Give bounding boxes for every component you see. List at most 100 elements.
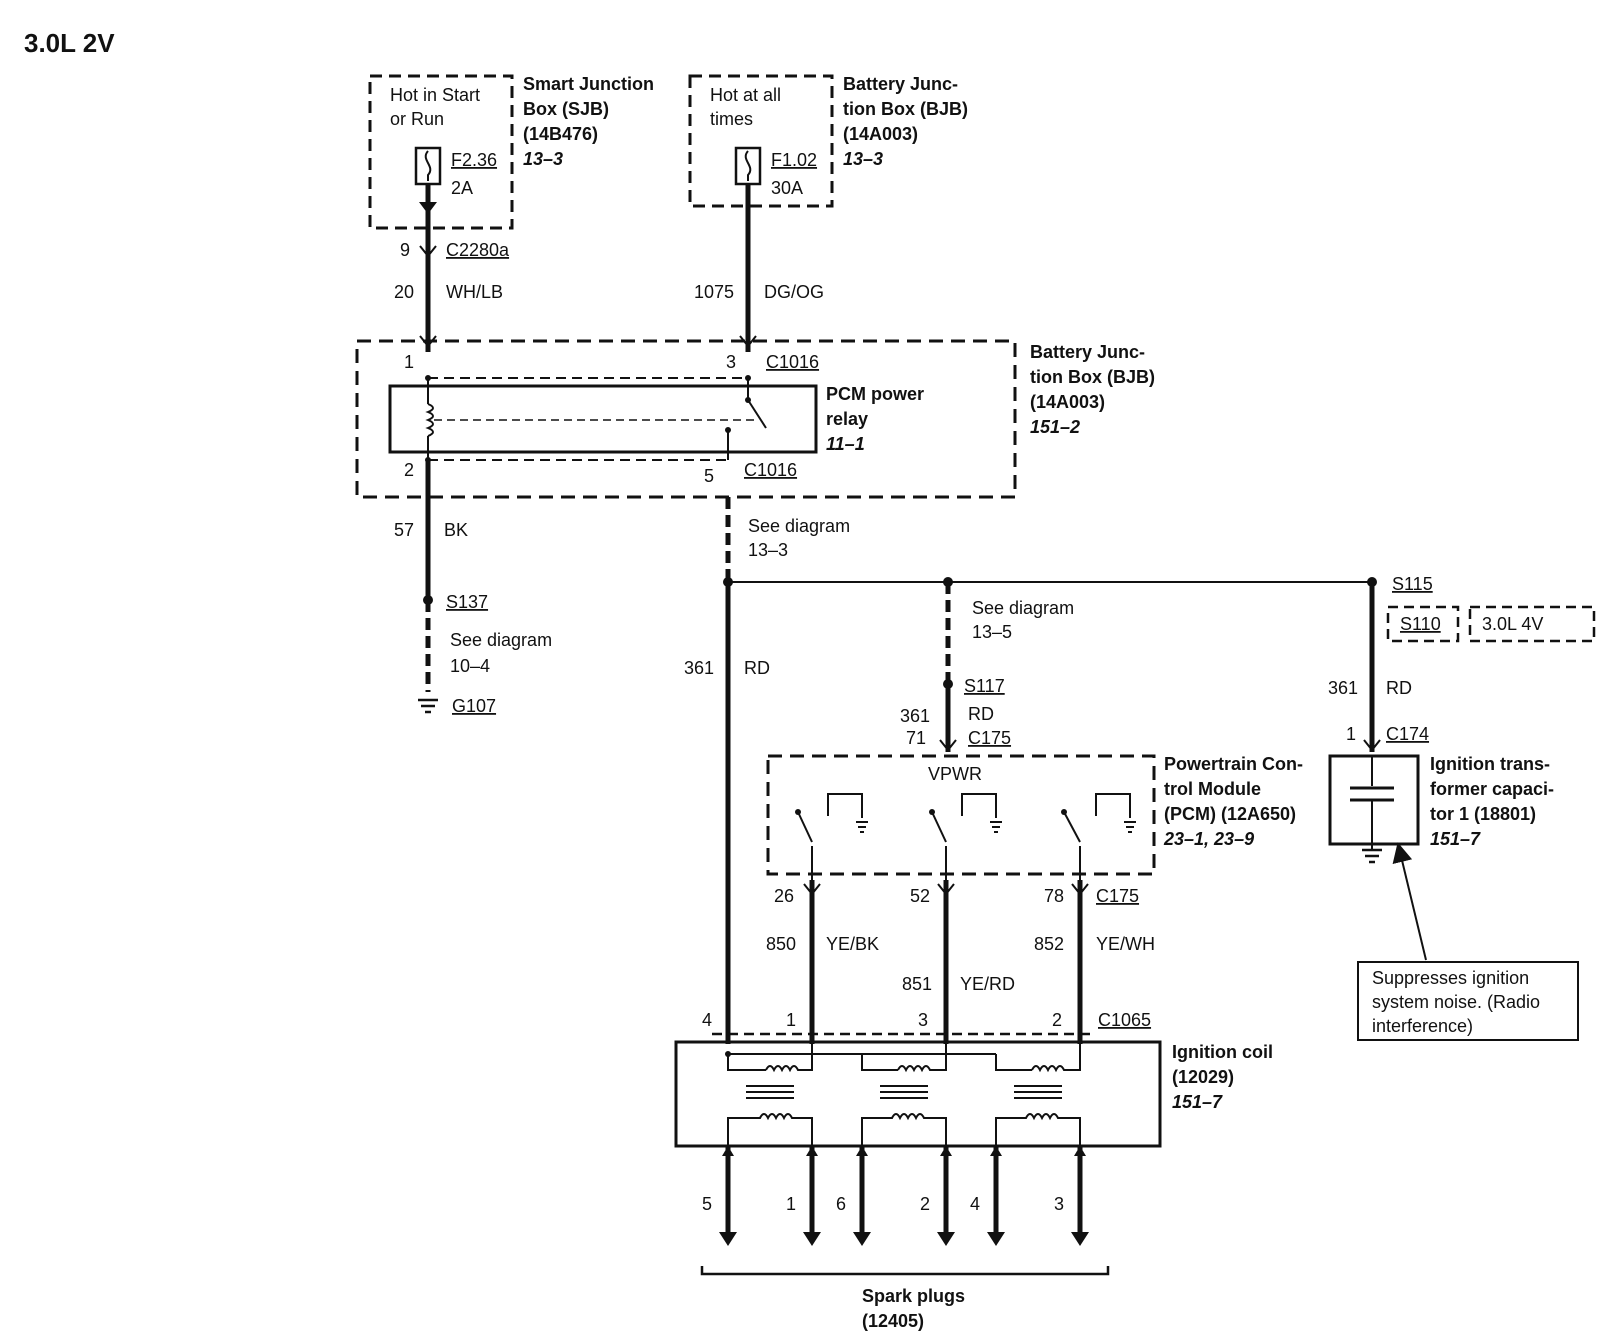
svg-text:C1065: C1065	[1098, 1010, 1151, 1030]
svg-text:C175: C175	[968, 728, 1011, 748]
svg-text:2: 2	[1052, 1010, 1062, 1030]
svg-text:WH/LB: WH/LB	[446, 282, 503, 302]
svg-text:times: times	[710, 109, 753, 129]
smart-junction-box: Hot in Start or Run F2.36 2A	[368, 74, 514, 230]
svg-text:S137: S137	[446, 592, 488, 612]
svg-text:13–3: 13–3	[523, 149, 563, 169]
svg-text:C2280a: C2280a	[446, 240, 510, 260]
svg-text:RD: RD	[744, 658, 770, 678]
svg-text:2: 2	[404, 460, 414, 480]
svg-text:tion Box (BJB): tion Box (BJB)	[1030, 367, 1155, 387]
svg-text:71: 71	[906, 728, 926, 748]
svg-text:Hot in Start: Hot in Start	[390, 85, 480, 105]
svg-text:20: 20	[394, 282, 414, 302]
svg-text:See diagram: See diagram	[450, 630, 552, 650]
connector-icon	[419, 245, 437, 258]
spark-plug-lead	[987, 1146, 1005, 1246]
svg-text:3: 3	[918, 1010, 928, 1030]
svg-text:9: 9	[400, 240, 410, 260]
svg-text:5: 5	[702, 1194, 712, 1214]
svg-text:151–2: 151–2	[1030, 417, 1080, 437]
page-title: 3.0L 2V	[24, 28, 115, 58]
svg-text:5: 5	[704, 466, 714, 486]
svg-text:4: 4	[970, 1194, 980, 1214]
pcm-feed-wire: See diagram 13–5 S117 361 RD 71 C175	[900, 577, 1074, 752]
main-power-wire: See diagram 13–3 361 RD	[684, 497, 1372, 1044]
svg-text:YE/RD: YE/RD	[960, 974, 1015, 994]
svg-text:13–5: 13–5	[972, 622, 1012, 642]
svg-text:(PCM) (12A650): (PCM) (12A650)	[1164, 804, 1296, 824]
svg-text:1075: 1075	[694, 282, 734, 302]
svg-text:23–1, 23–9: 23–1, 23–9	[1163, 829, 1254, 849]
svg-text:3.0L 4V: 3.0L 4V	[1482, 614, 1543, 634]
svg-text:C1016: C1016	[744, 460, 797, 480]
svg-text:PCM power: PCM power	[826, 384, 924, 404]
svg-text:trol Module: trol Module	[1164, 779, 1261, 799]
svg-text:(14B476): (14B476)	[523, 124, 598, 144]
svg-text:10–4: 10–4	[450, 656, 490, 676]
relay-switch-icon	[747, 399, 767, 429]
coil-primary-icon	[765, 1044, 1081, 1073]
connector-icon	[739, 335, 757, 348]
svg-text:361: 361	[900, 706, 930, 726]
svg-text:151–7: 151–7	[1172, 1092, 1223, 1112]
pcm-power-relay-box: 1 3 C1016 2 5 C1016 PCM power relay 11–1	[355, 339, 1017, 499]
svg-text:See diagram: See diagram	[972, 598, 1074, 618]
spark-plug-lead	[719, 1146, 737, 1246]
svg-text:S115: S115	[1392, 574, 1433, 594]
bjb-top-label: Battery Junc- tion Box (BJB) (14A003) 13…	[843, 74, 968, 169]
connector-icon	[1363, 739, 1381, 752]
svg-text:361: 361	[1328, 678, 1358, 698]
svg-text:S117: S117	[964, 676, 1005, 696]
driver-switch-icon	[795, 793, 868, 890]
ground-circuit: 57 BK S137 See diagram 10–4 G107	[394, 460, 552, 716]
svg-text:851: 851	[902, 974, 932, 994]
capacitor-label: Ignition trans- former capaci- tor 1 (18…	[1430, 754, 1554, 849]
svg-text:(14A003): (14A003)	[843, 124, 918, 144]
svg-text:system noise. (Radio: system noise. (Radio	[1372, 992, 1540, 1012]
battery-junction-box-top: Hot at all times F1.02 30A	[688, 74, 834, 208]
connector-icon	[939, 739, 957, 752]
svg-text:52: 52	[910, 886, 930, 906]
driver-switch-icon	[929, 793, 1002, 890]
svg-text:1: 1	[786, 1010, 796, 1030]
svg-text:3: 3	[726, 352, 736, 372]
svg-text:6: 6	[836, 1194, 846, 1214]
svg-text:See diagram: See diagram	[748, 516, 850, 536]
svg-text:Battery Junc-: Battery Junc-	[1030, 342, 1145, 362]
connector-icon	[419, 335, 437, 348]
svg-text:1: 1	[404, 352, 414, 372]
svg-text:26: 26	[774, 886, 794, 906]
svg-text:Box (SJB): Box (SJB)	[523, 99, 609, 119]
svg-text:13–3: 13–3	[843, 149, 883, 169]
pcm-label: Powertrain Con- trol Module (PCM) (12A65…	[1163, 754, 1303, 849]
svg-text:C1016: C1016	[766, 352, 819, 372]
spark-plug-lead	[1071, 1146, 1089, 1246]
ignition-transformer-capacitor	[1328, 754, 1420, 864]
svg-text:C175: C175	[1096, 886, 1139, 906]
svg-text:tion Box (BJB): tion Box (BJB)	[843, 99, 968, 119]
noise-note-box: Suppresses ignition system noise. (Radio…	[1357, 961, 1579, 1041]
svg-text:13–3: 13–3	[748, 540, 788, 560]
ignition-coil: 4 1 3 2 C1065	[674, 1010, 1162, 1148]
svg-text:Suppresses ignition: Suppresses ignition	[1372, 968, 1529, 988]
svg-text:151–7: 151–7	[1430, 829, 1481, 849]
fuse-icon	[414, 146, 442, 230]
ground-icon	[1362, 848, 1382, 864]
svg-text:(12405): (12405)	[862, 1311, 924, 1331]
bjb-relay-label: Battery Junc- tion Box (BJB) (14A003) 15…	[1030, 342, 1155, 437]
plug-group-bracket	[700, 1266, 1110, 1276]
svg-text:relay: relay	[826, 409, 868, 429]
fuse-id: F2.36	[451, 150, 497, 170]
sjb-label: Smart Junction Box (SJB) (14B476) 13–3	[523, 74, 654, 169]
svg-text:RD: RD	[1386, 678, 1412, 698]
driver-switch-icon	[1061, 793, 1136, 890]
svg-text:or Run: or Run	[390, 109, 444, 129]
svg-text:850: 850	[766, 934, 796, 954]
svg-text:Ignition trans-: Ignition trans-	[1430, 754, 1550, 774]
svg-text:361: 361	[684, 658, 714, 678]
fuse-id: F1.02	[771, 150, 817, 170]
svg-text:YE/BK: YE/BK	[826, 934, 879, 954]
svg-text:BK: BK	[444, 520, 468, 540]
svg-text:Powertrain Con-: Powertrain Con-	[1164, 754, 1303, 774]
